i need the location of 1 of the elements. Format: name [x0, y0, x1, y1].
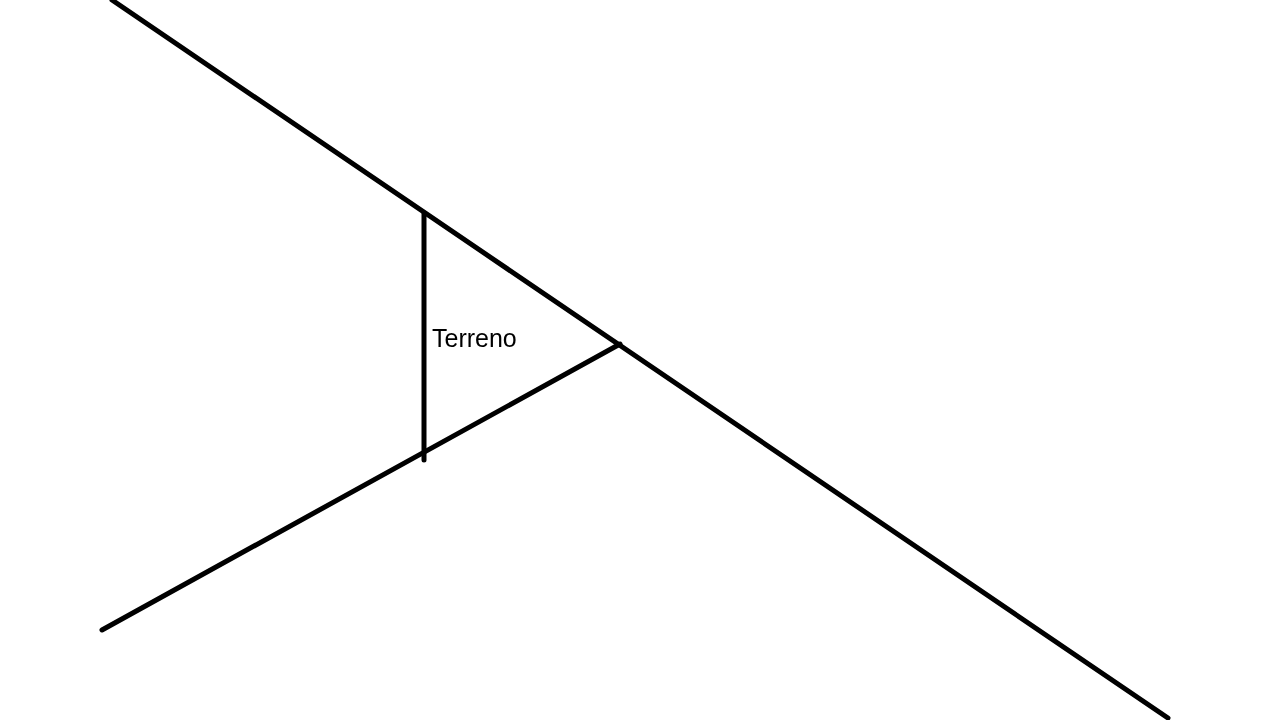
area-label: Terreno: [432, 326, 517, 351]
